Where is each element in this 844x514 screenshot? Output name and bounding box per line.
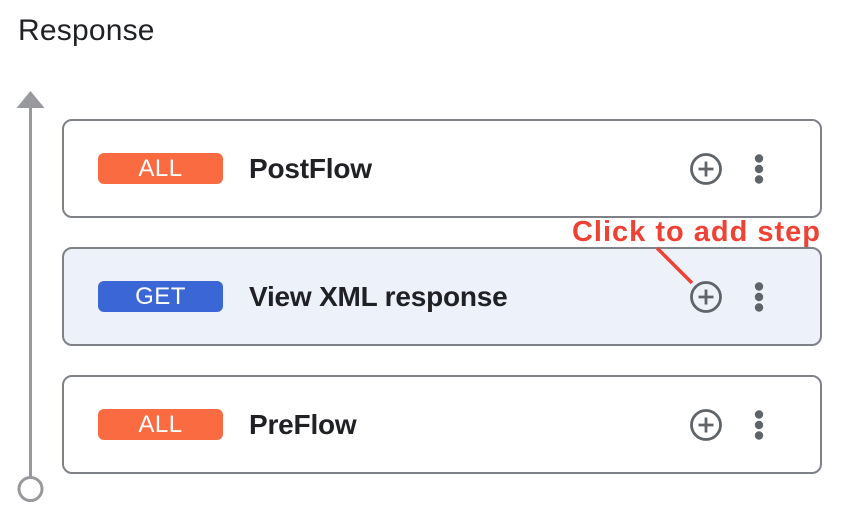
flow-card-preflow[interactable]: ALL PreFlow — [62, 375, 822, 474]
flow-card-title: PreFlow — [249, 408, 357, 440]
add-step-button[interactable] — [689, 408, 723, 442]
more-options-button[interactable] — [754, 409, 764, 440]
vertical-ellipsis-icon — [754, 281, 764, 312]
flow-card-view-xml-response[interactable]: GET View XML response — [62, 247, 822, 346]
vertical-ellipsis-icon — [754, 409, 764, 440]
page-title: Response — [18, 14, 155, 47]
plus-circle-icon — [690, 152, 722, 185]
flow-axis-arrow — [16, 91, 45, 502]
verb-badge: ALL — [98, 153, 223, 184]
card-actions — [689, 152, 764, 186]
add-step-button[interactable] — [689, 152, 723, 186]
up-arrow-icon — [16, 91, 45, 108]
flow-card-title: View XML response — [249, 280, 508, 312]
plus-circle-icon — [690, 280, 722, 313]
flow-card-postflow[interactable]: ALL PostFlow — [62, 119, 822, 218]
annotation-text: Click to add step — [571, 216, 821, 248]
more-options-button[interactable] — [754, 153, 764, 184]
verb-badge: ALL — [98, 409, 223, 440]
card-actions — [689, 408, 764, 442]
add-step-button[interactable] — [689, 280, 723, 314]
plus-circle-icon — [690, 408, 722, 441]
vertical-ellipsis-icon — [754, 153, 764, 184]
verb-badge: GET — [98, 281, 223, 312]
card-actions — [689, 280, 764, 314]
more-options-button[interactable] — [754, 281, 764, 312]
flow-card-title: PostFlow — [249, 152, 372, 184]
flow-start-circle — [17, 476, 44, 502]
